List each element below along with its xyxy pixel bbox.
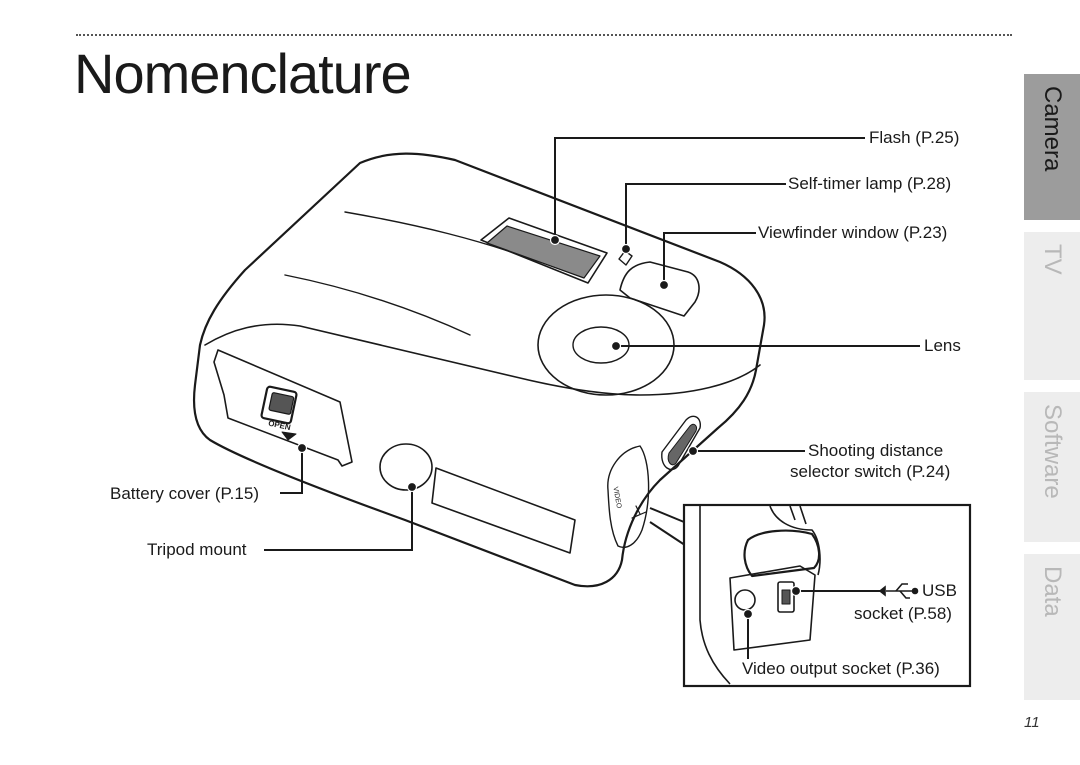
dot-flash (549, 234, 561, 246)
page-title: Nomenclature (74, 42, 412, 105)
camera-body-outline (193, 152, 766, 588)
dot-self-timer (620, 243, 632, 255)
callout-tripod: Tripod mount (147, 540, 247, 559)
tab-data[interactable]: Data (1024, 554, 1080, 700)
leader-flash (554, 137, 865, 240)
distance-switch-housing (661, 415, 701, 471)
inset-link-top (649, 507, 685, 523)
inset-camera-edge (699, 506, 731, 685)
callout-usb-line2: socket (P.58) (854, 604, 952, 623)
inset-door-flap (743, 529, 821, 578)
usb-symbol-icon (631, 505, 647, 519)
side-door (607, 445, 650, 548)
callout-shooting-distance-line2: selector switch (P.24) (790, 462, 951, 481)
leader-viewfinder (663, 232, 756, 285)
tab-software[interactable]: Software (1024, 392, 1080, 542)
dot-viewfinder (658, 279, 670, 291)
camera-groove-2 (284, 274, 471, 336)
leader-tripod (264, 487, 413, 551)
distance-switch-knob (667, 423, 697, 466)
dot-lens (610, 340, 622, 352)
tab-tv[interactable]: TV (1024, 232, 1080, 380)
callout-video-output: Video output socket (P.36) (742, 659, 940, 678)
usb-socket (777, 581, 795, 613)
inset-door-outer (769, 505, 821, 576)
callout-battery-cover: Battery cover (P.15) (110, 484, 259, 503)
battery-latch-knob (268, 392, 295, 415)
callout-lens: Lens (924, 336, 961, 355)
open-arrow-icon (281, 431, 297, 441)
usb-glyph-icon (878, 583, 919, 599)
tab-camera[interactable]: Camera (1024, 74, 1080, 220)
tab-software-label: Software (1039, 404, 1066, 499)
dot-video-output (742, 608, 754, 620)
tab-camera-label: Camera (1039, 86, 1066, 172)
inset-panel (729, 565, 816, 651)
callout-viewfinder: Viewfinder window (P.23) (758, 223, 948, 242)
camera-top-edge (204, 323, 761, 396)
tab-data-label: Data (1039, 566, 1066, 617)
tripod-mount (379, 443, 433, 491)
leader-self-timer (625, 183, 786, 249)
self-timer-lamp (618, 250, 633, 266)
flash-window (486, 225, 601, 279)
flash-window-frame (480, 217, 608, 284)
callout-shooting-distance-line1: Shooting distance (808, 441, 944, 460)
header-dotted-rule (76, 34, 1012, 36)
bottom-panel (431, 467, 576, 554)
callout-self-timer: Self-timer lamp (P.28) (788, 174, 952, 193)
usb-socket-pin (781, 589, 791, 605)
video-marking: VIDEO (611, 486, 622, 509)
leader-battery-cover (280, 448, 303, 494)
tab-tv-label: TV (1039, 244, 1066, 275)
callout-flash: Flash (P.25) (869, 128, 960, 147)
dot-usb (790, 585, 802, 597)
callout-usb-line1: USB (922, 581, 957, 600)
page-number: 11 (1024, 714, 1040, 731)
viewfinder-window-shape (619, 261, 700, 317)
battery-cover (213, 349, 353, 467)
dot-tripod (406, 481, 418, 493)
dot-shooting-distance (687, 445, 699, 457)
dot-battery-cover (296, 442, 308, 454)
inset-door-inner (789, 505, 807, 525)
